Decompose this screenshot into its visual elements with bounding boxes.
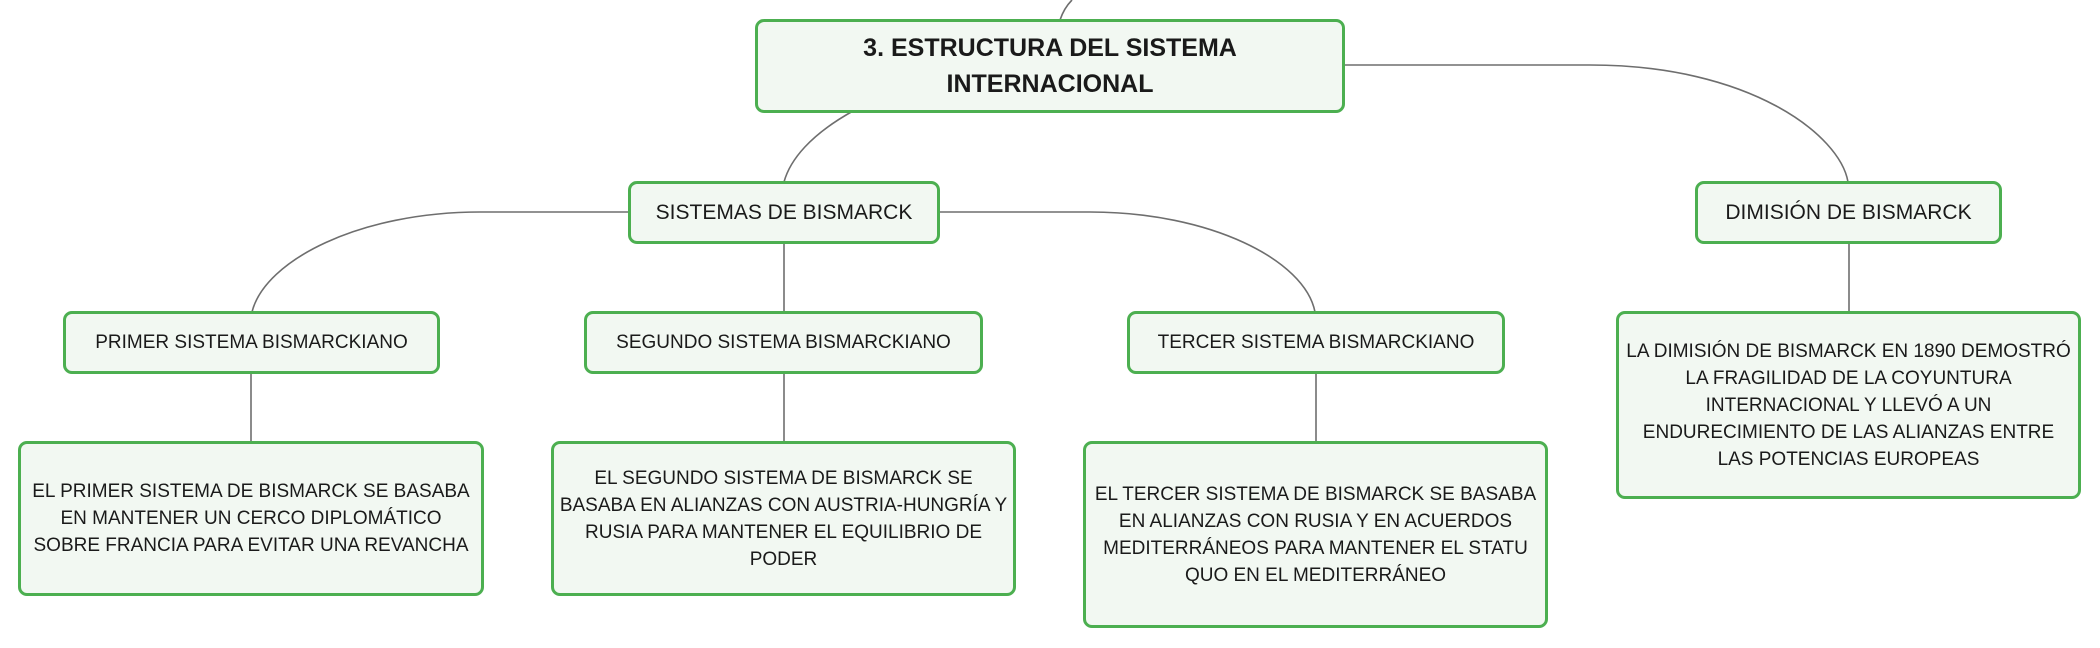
leaf-node-tercer-sistema[interactable]: EL TERCER SISTEMA DE BISMARCK SE BASABA …	[1083, 441, 1548, 628]
sub-node-tercer-sistema[interactable]: TERCER SISTEMA BISMARCKIANO	[1127, 311, 1505, 374]
branch-node-dimision-de-bismarck[interactable]: DIMISIÓN DE BISMARCK	[1695, 181, 2002, 244]
connector-root-to-dimision	[1343, 64, 1849, 183]
connector-parent-to-root	[1059, 0, 1073, 21]
root-node[interactable]: 3. ESTRUCTURA DEL SISTEMA INTERNACIONAL	[755, 19, 1345, 113]
leaf-node-segundo-sistema[interactable]: EL SEGUNDO SISTEMA DE BISMARCK SE BASABA…	[551, 441, 1016, 596]
sub-node-label: SEGUNDO SISTEMA BISMARCKIANO	[616, 331, 951, 353]
connector-sistemas-to-primer	[251, 211, 630, 313]
root-title: 3. ESTRUCTURA DEL SISTEMA INTERNACIONAL	[863, 34, 1237, 98]
branch-label: SISTEMAS DE BISMARCK	[655, 200, 913, 224]
sub-node-segundo-sistema[interactable]: SEGUNDO SISTEMA BISMARCKIANO	[584, 311, 983, 374]
leaf-node-dimision[interactable]: LA DIMISIÓN DE BISMARCK EN 1890 DEMOSTRÓ…	[1616, 311, 2081, 499]
sub-node-label: PRIMER SISTEMA BISMARCKIANO	[95, 331, 408, 353]
leaf-node-primer-sistema[interactable]: EL PRIMER SISTEMA DE BISMARCK SE BASABA …	[18, 441, 484, 596]
connector-sistemas-to-tercer	[938, 211, 1316, 313]
leaf-description: EL PRIMER SISTEMA DE BISMARCK SE BASABA …	[32, 481, 470, 556]
connector-root-to-sistemas	[783, 110, 854, 183]
leaf-description: LA DIMISIÓN DE BISMARCK EN 1890 DEMOSTRÓ…	[1626, 340, 2071, 470]
branch-label: DIMISIÓN DE BISMARCK	[1725, 200, 1972, 224]
branch-node-sistemas-de-bismarck[interactable]: SISTEMAS DE BISMARCK	[628, 181, 940, 244]
sub-node-primer-sistema[interactable]: PRIMER SISTEMA BISMARCKIANO	[63, 311, 440, 374]
sub-node-label: TERCER SISTEMA BISMARCKIANO	[1157, 331, 1475, 353]
leaf-description: EL TERCER SISTEMA DE BISMARCK SE BASABA …	[1094, 483, 1537, 586]
leaf-description: EL SEGUNDO SISTEMA DE BISMARCK SE BASABA…	[559, 467, 1008, 570]
